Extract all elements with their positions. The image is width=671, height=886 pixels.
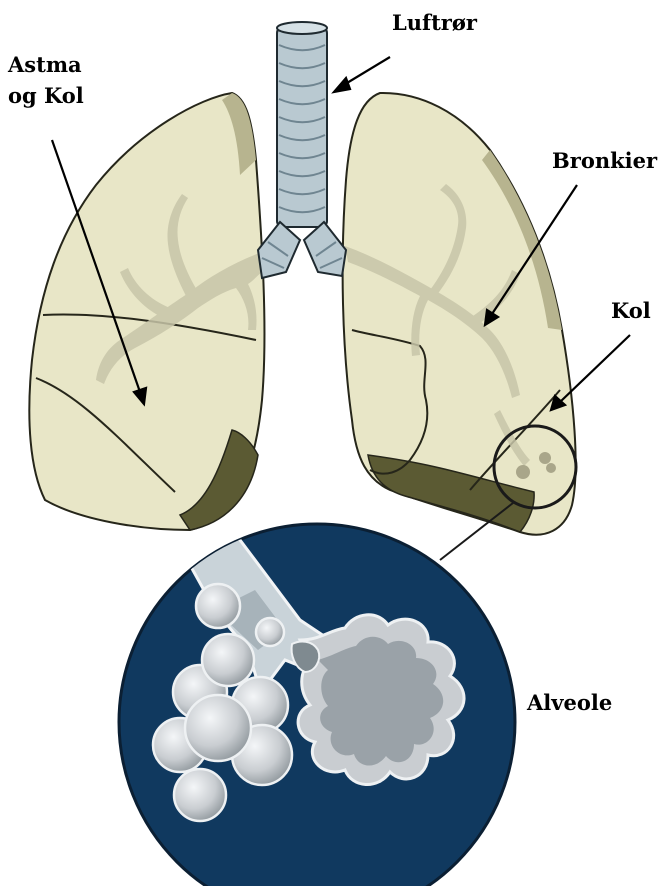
alveoli-inset xyxy=(119,500,515,886)
label-alveole: Alveole xyxy=(526,690,612,715)
arrow-trachea-head xyxy=(334,78,350,92)
lung-alveoli-blob xyxy=(539,452,551,464)
right-lung xyxy=(29,93,264,530)
lung-alveoli-blob xyxy=(516,465,530,479)
left-lung xyxy=(343,93,576,535)
label-copd: Kol xyxy=(611,298,651,323)
label-bronchi: Bronkier xyxy=(552,148,658,173)
lung-alveoli-blob xyxy=(546,463,556,473)
trachea xyxy=(258,22,346,278)
label-asthma-line2: og Kol xyxy=(8,83,84,108)
arrow-copd xyxy=(560,335,630,402)
trachea-top xyxy=(277,22,327,34)
trachea-tube xyxy=(277,27,327,227)
label-trachea: Luftrør xyxy=(392,10,478,35)
label-asthma-line1: Astma xyxy=(7,52,82,77)
arrow-trachea xyxy=(342,57,390,86)
